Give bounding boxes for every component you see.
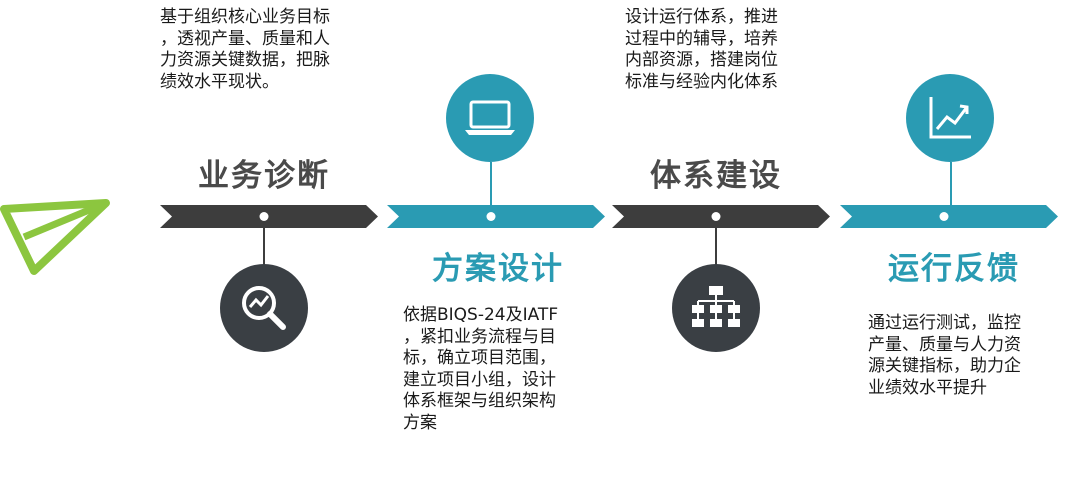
stage-2-arrow	[387, 205, 605, 228]
stage-2-description: 依据BIQS-24及IATF ，紧扣业务流程与目 标，确立项目范围， 建立项目小…	[403, 305, 559, 433]
paper-plane-icon	[0, 199, 110, 275]
stage-4-arrow	[840, 205, 1058, 228]
stage-1-circle	[220, 264, 308, 352]
laptop-icon	[465, 100, 515, 135]
stage-4-connector	[950, 162, 952, 206]
stage-1-connector	[263, 228, 265, 266]
line-chart-icon	[929, 97, 971, 139]
org-chart-icon	[692, 286, 740, 327]
stage-3-connector	[715, 228, 717, 266]
stage-2-connector	[490, 162, 492, 206]
stage-3-title: 体系建设	[650, 158, 782, 194]
stage-2-circle	[446, 74, 534, 162]
stage-1-title: 业务诊断	[198, 158, 330, 194]
stage-2-title: 方案设计	[432, 251, 564, 287]
stage-3-circle	[672, 264, 760, 352]
stage-4-title: 运行反馈	[888, 251, 1020, 287]
stage-4-circle	[906, 74, 994, 162]
stage-4-description: 通过运行测试，监控 产量、质量与人力资 源关键指标，助力企 业绩效水平提升	[868, 313, 1021, 398]
magnifier-chart-icon	[242, 286, 286, 330]
stage-3-description: 设计运行体系，推进 过程中的辅导，培养 内部资源，搭建岗位 标准与经验内化体系	[625, 7, 778, 92]
stage-1-description: 基于组织核心业务目标 ，透视产量、质量和人 力资源关键数据，把脉 绩效水平现状。	[160, 7, 330, 92]
stage-3-arrow	[612, 205, 830, 228]
stage-1-arrow	[160, 205, 378, 228]
